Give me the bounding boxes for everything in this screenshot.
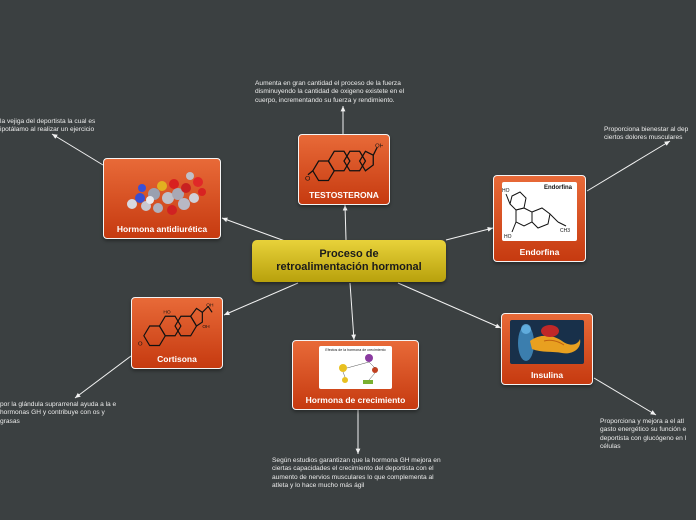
endorphin-molecule-card: Endorfina HO HO CH3 xyxy=(502,182,577,241)
testosterone-molecule-icon: O OH xyxy=(305,141,383,184)
node-endorfina[interactable]: Endorfina HO HO CH3 Endorfina xyxy=(493,175,586,262)
svg-text:HO: HO xyxy=(502,188,510,194)
node-cortisona[interactable]: O HO OH OH Cortisona xyxy=(131,297,223,369)
svg-text:HO: HO xyxy=(163,309,171,315)
connector-endorfina xyxy=(445,227,494,241)
insulin-pancreas-image xyxy=(510,320,584,364)
growth-hormone-diagram-icon xyxy=(339,354,378,384)
connector-note-antidiuretica xyxy=(51,133,104,166)
growth-hormone-diagram-card: Efectos de la hormona de crecimiento xyxy=(319,346,392,389)
note-insulina: Proporciona y mejora a el atl gasto ener… xyxy=(600,418,687,451)
note-crecimiento: Según estudios garantizan que la hormona… xyxy=(272,457,441,490)
node-insulina[interactable]: Insulina xyxy=(501,313,593,385)
connector-note-cortisona xyxy=(74,355,132,399)
svg-text:OH: OH xyxy=(206,303,214,309)
note-cortisona: por la glándula suprarrenal ayuda a la e… xyxy=(0,401,117,425)
connector-testosterona xyxy=(342,204,348,241)
node-label: Insulina xyxy=(530,370,564,380)
node-label: Endorfina xyxy=(519,247,560,257)
endorphin-structure-icon: HO HO CH3 xyxy=(502,188,570,240)
svg-text:HO: HO xyxy=(504,234,512,240)
node-antidiuretica[interactable]: Hormona antidiurética xyxy=(103,158,221,239)
svg-text:CH3: CH3 xyxy=(560,228,570,234)
connector-insulina xyxy=(397,282,502,329)
svg-text:O: O xyxy=(138,342,143,348)
cortisone-molecule-icon: O HO OH OH xyxy=(138,303,216,348)
pancreas-icon xyxy=(518,324,581,361)
connector-note-endorfina xyxy=(586,140,671,192)
svg-text:OH: OH xyxy=(375,143,383,149)
connector-crecimiento xyxy=(349,282,357,341)
svg-text:OH: OH xyxy=(202,324,210,330)
node-crecimiento[interactable]: Efectos de la hormona de crecimiento Hor… xyxy=(292,340,419,410)
antidiuretic-molecule-icon xyxy=(110,165,214,218)
node-label: TESTOSTERONA xyxy=(309,190,379,200)
connector-antidiuretica xyxy=(221,217,286,242)
node-label: Cortisona xyxy=(157,354,197,364)
central-topic[interactable]: Proceso de retroalimentación hormonal xyxy=(252,240,446,282)
node-label: Hormona de crecimiento xyxy=(305,395,406,405)
central-title: Proceso de retroalimentación hormonal xyxy=(276,248,422,273)
connector-note-insulina xyxy=(593,377,657,416)
svg-text:O: O xyxy=(305,175,310,182)
note-antidiuretica: la vejiga del deportista la cual es ipot… xyxy=(0,118,96,134)
node-label: Hormona antidiurética xyxy=(116,224,208,234)
connector-cortisona xyxy=(223,282,299,316)
node-testosterona[interactable]: O OH TESTOSTERONA xyxy=(298,134,390,205)
note-testosterona: Aumenta en gran cantidad el proceso de l… xyxy=(255,80,405,104)
endorphin-caption: Endorfina xyxy=(544,185,572,191)
note-endorfina: Proporciona bienestar al dep ciertos dol… xyxy=(604,126,689,142)
growth-hormone-caption: Efectos de la hormona de crecimiento xyxy=(325,348,386,352)
